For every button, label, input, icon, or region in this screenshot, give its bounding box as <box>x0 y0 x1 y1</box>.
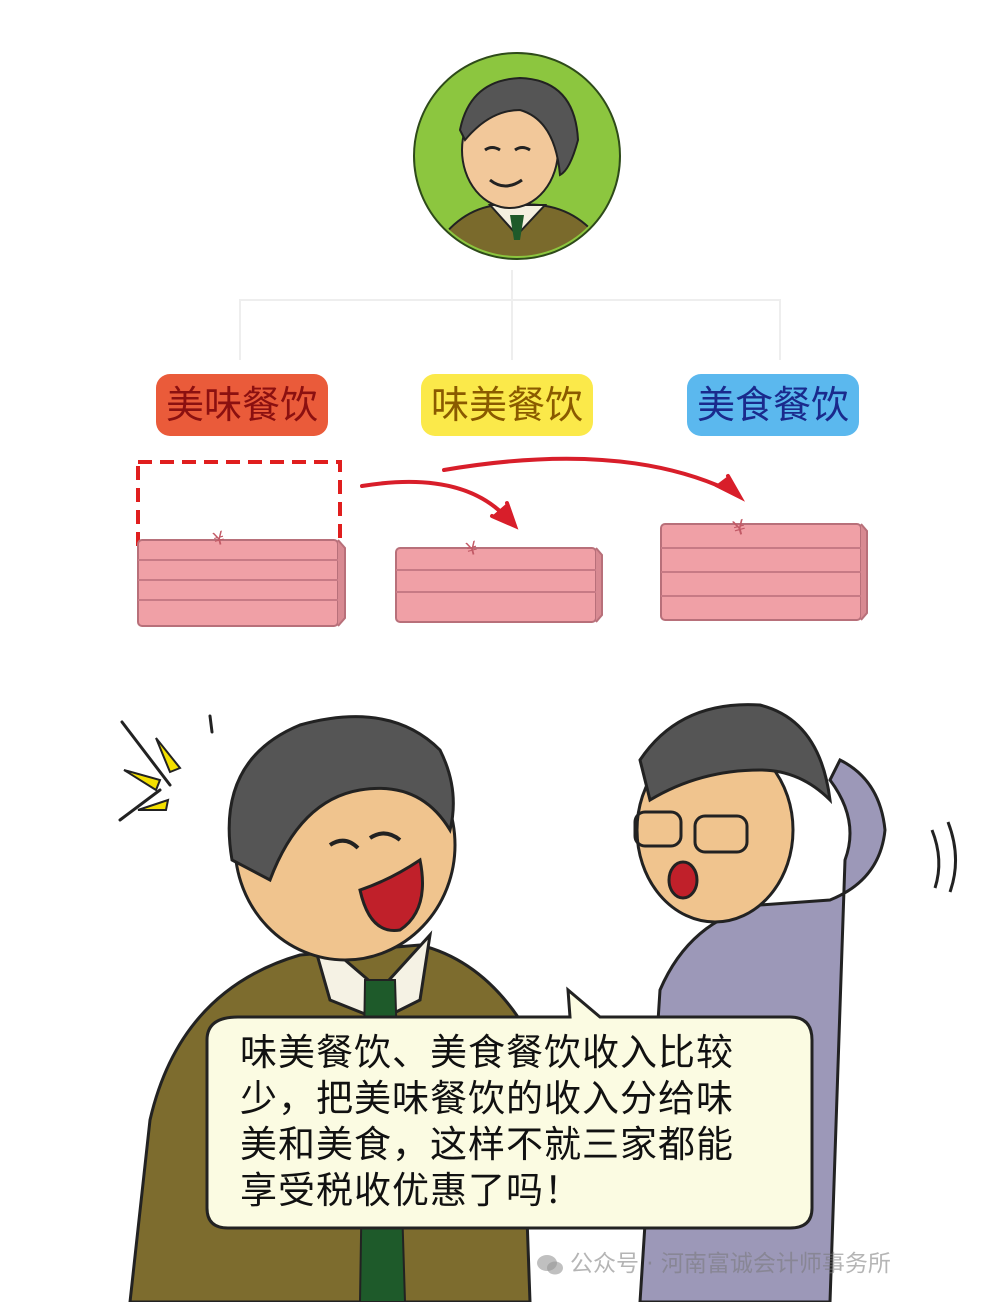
restaurant-label-meiwei: 美味餐饮 <box>156 374 328 436</box>
transfer-arrows <box>360 456 746 530</box>
speech-line: 味美餐饮、美食餐饮收入比较 <box>240 1031 734 1074</box>
watermark-text: 公众号 · 河南富诚会计师事务所 <box>570 1251 891 1277</box>
yuan-symbol-middle: ¥ <box>464 538 480 561</box>
speech-line: 少，把美味餐饮的收入分给味 <box>240 1077 734 1120</box>
arrow-to-right <box>442 456 730 492</box>
speech-bubble <box>205 986 814 1230</box>
speech-text: 味美餐饮、美食餐饮收入比较 少，把美味餐饮的收入分给味 美和美食，这样不就三家都… <box>240 1030 800 1214</box>
arrow-to-middle <box>360 479 507 518</box>
surprise-marks <box>930 821 958 893</box>
watermark: 公众号 · 河南富诚会计师事务所 <box>536 1246 986 1282</box>
connector-lines <box>239 270 781 360</box>
restaurant-label-weimei: 味美餐饮 <box>421 374 593 436</box>
money-stack-left <box>137 539 346 627</box>
dashed-removal-box <box>136 460 342 546</box>
money-stack-middle <box>395 547 603 623</box>
excitement-marks <box>118 714 214 822</box>
speech-line: 美和美食，这样不就三家都能 <box>240 1123 734 1166</box>
speech-line: 享受税收优惠了吗！ <box>240 1169 582 1212</box>
yuan-symbol-right: ¥ <box>730 514 749 540</box>
yuan-symbol-left: ¥ <box>211 528 227 551</box>
avatar <box>413 52 621 260</box>
restaurant-label-meishi: 美食餐饮 <box>687 374 859 436</box>
wechat-icon <box>537 1254 563 1274</box>
money-stack-right <box>660 523 868 621</box>
